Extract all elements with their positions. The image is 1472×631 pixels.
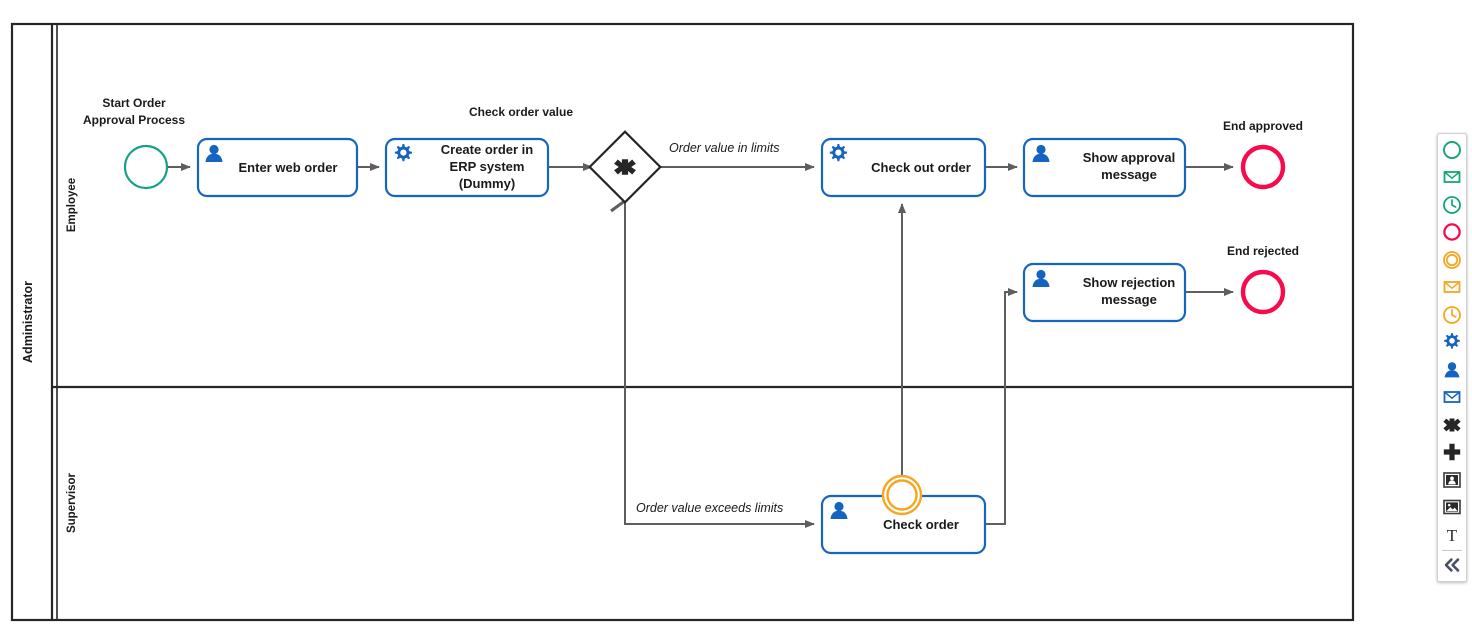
node-end-approved[interactable] <box>1240 144 1286 190</box>
palette-divider <box>1442 549 1462 551</box>
palette-user-task[interactable] <box>1438 356 1466 384</box>
node-exclusive-gateway[interactable] <box>588 130 662 204</box>
palette-timer-event[interactable] <box>1438 301 1466 329</box>
gear-icon <box>829 144 847 162</box>
node-start-event[interactable] <box>123 144 169 190</box>
node-end-rejected[interactable] <box>1240 269 1286 315</box>
start-event-label-line2: Approval Process <box>83 113 185 127</box>
palette-image[interactable] <box>1438 494 1466 522</box>
image-icon <box>1443 499 1461 515</box>
palette-message-event[interactable] <box>1438 274 1466 302</box>
user-icon <box>1032 144 1050 162</box>
x-gateway-icon <box>614 159 636 175</box>
task-label-create-order-line1: Create order in <box>441 142 534 157</box>
node-show-rejection-message[interactable]: Show rejection message <box>1022 262 1187 323</box>
palette-send-task[interactable] <box>1438 384 1466 412</box>
palette-collapse[interactable] <box>1438 552 1466 580</box>
palette-pool[interactable] <box>1438 466 1466 494</box>
pool-label: Administrator <box>21 281 35 363</box>
lane-employee[interactable]: Employee <box>52 24 1353 620</box>
double-circle-orange-icon <box>1443 250 1461 269</box>
plus-gateway-icon <box>1443 444 1461 461</box>
gear-icon <box>394 144 412 162</box>
task-label-check-order: Check order <box>883 517 959 532</box>
palette-message-start-event[interactable] <box>1438 164 1466 192</box>
task-label-show-approval-line2: message <box>1101 167 1157 182</box>
envelope-green-icon <box>1443 171 1461 184</box>
chevron-double-left-icon <box>1444 558 1460 572</box>
flow-gateway-to-check-order[interactable] <box>624 192 815 528</box>
node-show-approval-message[interactable]: Show approval message <box>1022 137 1187 198</box>
gateway-label: Check order value <box>469 105 573 119</box>
user-blue-icon <box>1444 361 1460 378</box>
flow-label-exceeds-limits: Order value exceeds limits <box>636 501 783 515</box>
text-icon: T <box>1447 526 1458 545</box>
end-rejected-label: End rejected <box>1227 244 1299 258</box>
palette-timer-start-event[interactable] <box>1438 191 1466 219</box>
node-check-out-order[interactable]: Check out order <box>820 137 987 198</box>
palette-exclusive-gateway[interactable] <box>1438 411 1466 439</box>
start-event-label-line1: Start Order <box>102 96 166 110</box>
lane-label-supervisor: Supervisor <box>66 472 78 533</box>
flow-label-in-limits: Order value in limits <box>669 141 779 155</box>
x-gateway-icon <box>1443 418 1461 432</box>
node-boundary-event[interactable] <box>881 474 923 516</box>
gear-blue-icon <box>1444 333 1460 349</box>
clock-green-icon <box>1443 195 1461 214</box>
palette-parallel-gateway[interactable] <box>1438 439 1466 467</box>
envelope-orange-icon <box>1443 281 1461 294</box>
task-label-check-out-order: Check out order <box>871 160 971 175</box>
clock-orange-icon <box>1443 305 1461 324</box>
task-label-show-rejection-line1: Show rejection <box>1083 275 1176 290</box>
envelope-blue-icon <box>1443 391 1461 404</box>
sequence-flows <box>167 163 1234 528</box>
flow-check-order-to-rejection[interactable] <box>985 288 1018 525</box>
svg-text:T: T <box>1447 526 1458 545</box>
user-icon <box>1032 269 1050 287</box>
element-palette[interactable]: T <box>1437 133 1467 582</box>
palette-intermediate-event[interactable] <box>1438 246 1466 274</box>
palette-service-task[interactable] <box>1438 329 1466 357</box>
node-create-order-erp[interactable]: Create order in ERP system (Dummy) <box>384 137 550 198</box>
palette-text-annotation[interactable]: T <box>1438 521 1466 549</box>
user-icon <box>830 501 848 519</box>
circle-red-icon <box>1443 223 1461 241</box>
task-label-enter-web-order: Enter web order <box>239 160 338 175</box>
circle-green-icon <box>1443 140 1461 159</box>
lane-label-employee: Employee <box>66 178 78 232</box>
palette-start-event[interactable] <box>1438 136 1466 164</box>
lane-supervisor[interactable]: Supervisor <box>66 472 78 533</box>
task-label-create-order-line2: ERP system <box>450 159 525 174</box>
end-approved-label: End approved <box>1223 119 1303 133</box>
node-enter-web-order[interactable]: Enter web order <box>196 137 359 198</box>
task-label-show-approval-line1: Show approval <box>1083 150 1175 165</box>
user-icon <box>205 144 223 162</box>
pool-icon <box>1443 471 1461 488</box>
task-label-create-order-line3: (Dummy) <box>459 176 515 191</box>
palette-end-event[interactable] <box>1438 219 1466 247</box>
task-label-show-rejection-line2: message <box>1101 292 1157 307</box>
